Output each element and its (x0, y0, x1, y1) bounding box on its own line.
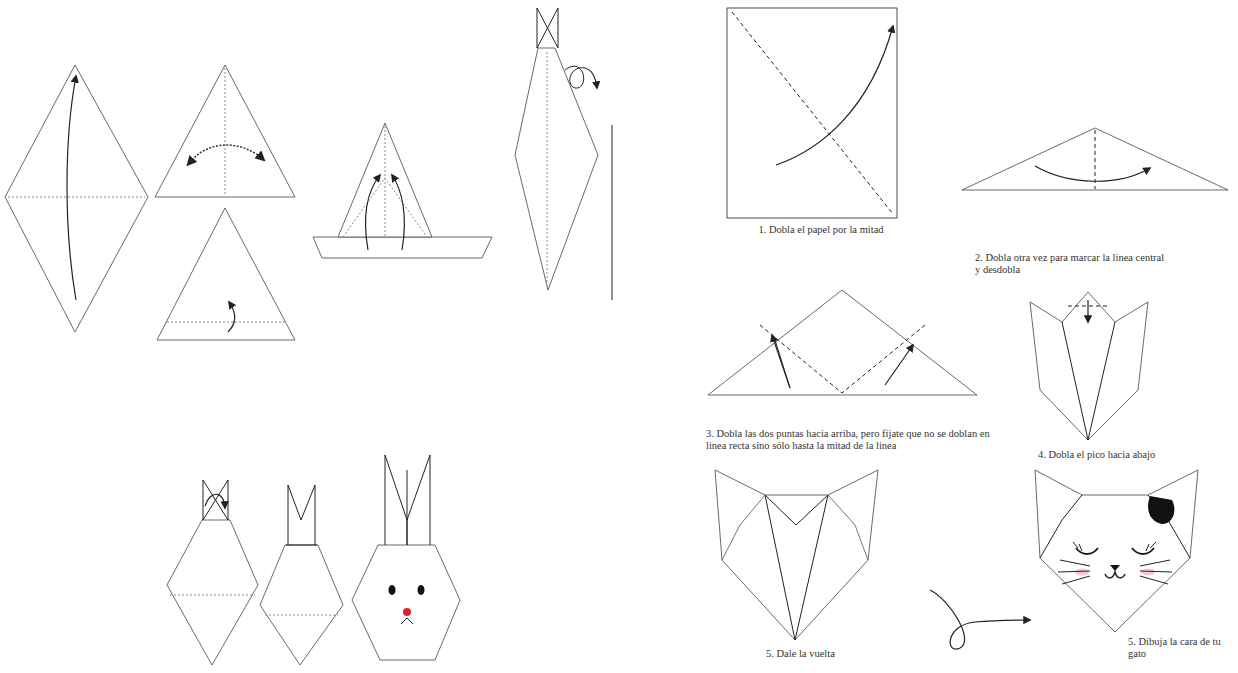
cat-step-triangle-part (1035, 166, 1150, 181)
step-caption: 5. Dale la vuelta (766, 648, 876, 660)
bunny-step-folded-part (265, 615, 338, 616)
bunny-step-fold-top-part (167, 520, 258, 665)
bunny-step-ears-part (565, 66, 585, 88)
bunny-step-fold-base (157, 208, 295, 340)
cat-face-finished-part (1035, 470, 1198, 632)
bunny-finished-part (418, 585, 425, 595)
bunny-step-fold-corners (313, 123, 492, 258)
cat-face-finished-part (1075, 569, 1089, 576)
cat-step-square (727, 8, 897, 218)
cat-face-finished-part (1076, 548, 1154, 554)
cat-step-fold-tip (1030, 292, 1148, 440)
step-caption: 1. Dobla el papel por la mitad (736, 224, 906, 236)
bunny-step-fold-base-part (228, 302, 235, 332)
step-caption: 2. Dobla otra vez para marcar la linea c… (975, 252, 1170, 276)
bunny-step-fold-corners-part (385, 126, 386, 236)
cat-face-finished-part (1073, 542, 1156, 551)
cat-step-fold-points-part (760, 325, 925, 393)
cat-step-square-part (776, 26, 893, 165)
turn-over-arrow-part (930, 590, 1030, 649)
cat-step-turn-over-part (765, 495, 828, 640)
bunny-step-fold-base-part (157, 208, 295, 340)
cat-face-finished-part (1058, 560, 1172, 584)
bunny-step-fold-corners-part (392, 175, 404, 250)
cat-face-finished-part (1105, 572, 1125, 578)
cat-face-finished-part (1141, 569, 1155, 576)
bunny-step-diamond-part (8, 197, 145, 198)
bunny-finished-part (403, 608, 411, 616)
step-caption: 5. Dibuja la cara de tu gato (1128, 636, 1233, 660)
cat-face-finished (1035, 470, 1198, 632)
step-caption: 4. Dobla el pico hacia abajo (1038, 449, 1198, 461)
step-caption: 3. Dobla las dos puntas hacia arriba, pe… (706, 428, 991, 452)
bunny-step-fold-top-part (170, 595, 255, 596)
bunny-step-fold-top-part (203, 480, 228, 520)
bunny-finished-part (385, 455, 430, 545)
bunny-step-fold-top-part (205, 494, 225, 508)
cat-step-fold-points-part (772, 335, 790, 388)
bunny-step-ears-part (585, 68, 597, 88)
bunny-finished-part (352, 545, 460, 660)
bunny-step-ears-part (547, 52, 548, 285)
bunny-step-fold-corners-part (338, 123, 432, 237)
bunny-finished-part (401, 618, 413, 624)
bunny-step-ears-part (537, 8, 558, 48)
bunny-finished-part (389, 585, 396, 595)
bunny-step-triangle-part (192, 145, 264, 160)
bunny-step-ears (515, 8, 612, 300)
bunny-step-folded (260, 485, 343, 665)
cat-face-finished-part (1040, 495, 1190, 558)
bunny-finished-part (407, 470, 408, 545)
bunny-step-ears-part (612, 125, 613, 300)
bunny-step-diamond-part (5, 65, 148, 332)
cat-step-fold-points-part (708, 290, 977, 395)
cat-step-fold-points (708, 290, 977, 395)
bunny-step-fold-base-part (167, 322, 285, 323)
cat-step-turn-over-part (715, 470, 878, 640)
cat-step-square-part (732, 12, 893, 214)
cat-step-fold-tip-part (1030, 292, 1148, 440)
bunny-step-fold-top (167, 480, 258, 665)
bunny-step-triangle-part (155, 65, 295, 197)
bunny-step-folded-part (260, 545, 343, 665)
bunny-step-fold-corners-part (366, 175, 380, 250)
bunny-step-ears-part (515, 48, 598, 290)
cat-face-finished-part (1148, 496, 1174, 524)
cat-step-square-part (727, 8, 897, 218)
bunny-step-triangle-part (225, 68, 226, 196)
bunny-step-folded-part (286, 545, 317, 546)
bunny-step-folded-part (288, 485, 315, 545)
cat-step-turn-over-part (722, 495, 868, 560)
cat-step-turn-over (715, 470, 878, 640)
bunny-step-diamond-part (67, 76, 76, 300)
cat-step-triangle-part (962, 128, 1228, 190)
cat-step-fold-tip-part (1062, 322, 1115, 440)
cat-step-fold-points-part (885, 345, 913, 385)
cat-step-fold-tip-part (1087, 300, 1088, 322)
bunny-step-diamond (5, 65, 148, 332)
turn-over-arrow (930, 590, 1030, 649)
cat-step-triangle-part (1095, 130, 1096, 189)
cat-step-triangle (962, 128, 1228, 190)
bunny-finished (352, 455, 460, 660)
bunny-step-triangle (155, 65, 295, 197)
